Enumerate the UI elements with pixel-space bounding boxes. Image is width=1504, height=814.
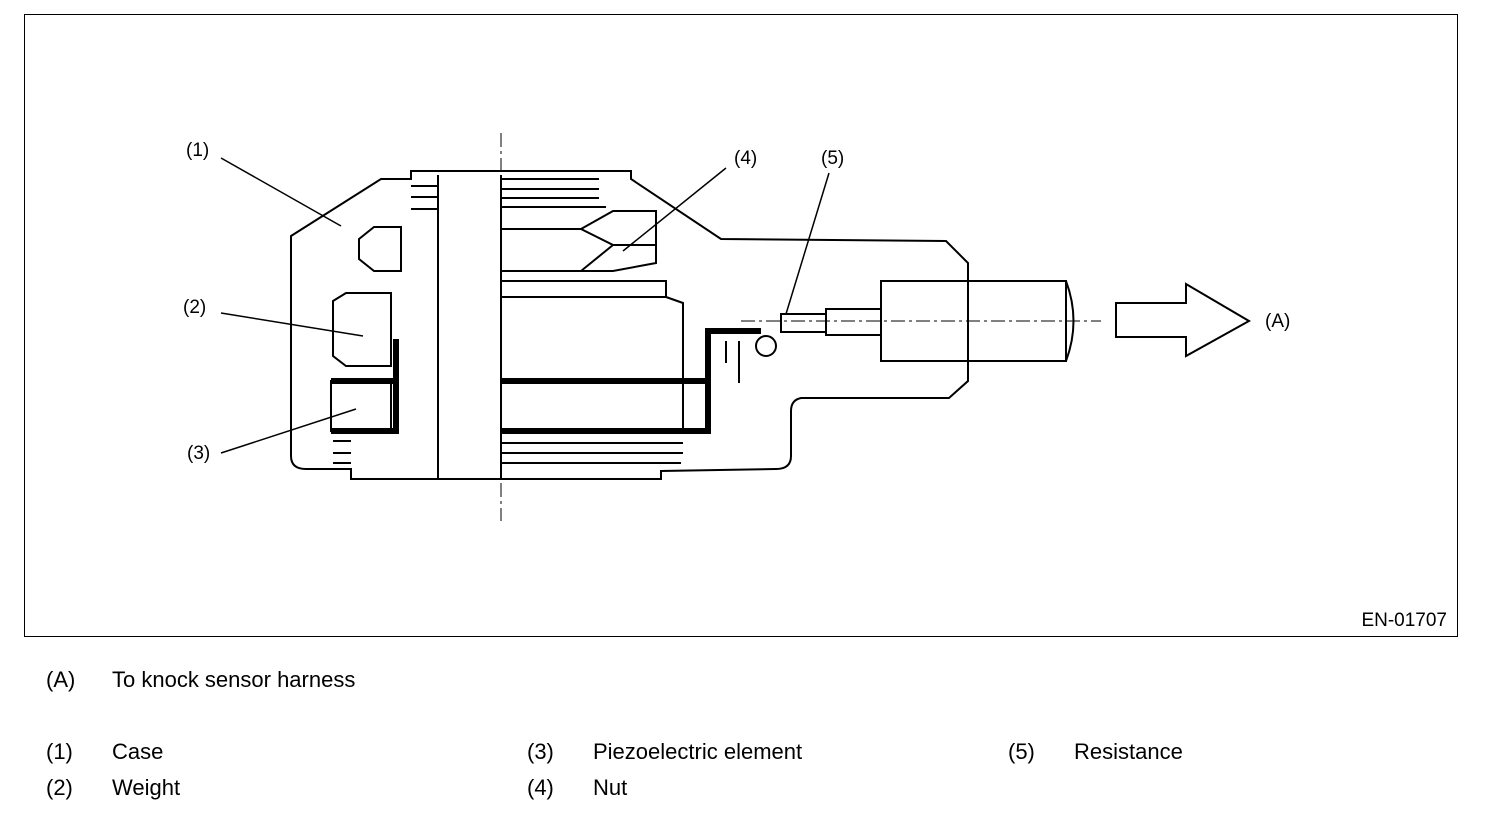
hex-nut (501, 210, 657, 272)
piezo-element (330, 380, 392, 432)
knock-sensor-diagram: (1) (2) (3) (4) (5) (A) (183, 133, 1290, 521)
legend-text: Case (112, 739, 164, 764)
center-bore (437, 175, 502, 479)
sensor-case-outline (290, 170, 969, 480)
callout-nut: (4) (734, 148, 757, 169)
figure-id: EN-01707 (1361, 610, 1447, 631)
legend-code: (3) (527, 739, 554, 764)
legend-text: Resistance (1074, 739, 1183, 764)
resistance-body (780, 313, 827, 333)
left-nut (358, 226, 402, 272)
callout-weight: (2) (183, 297, 206, 318)
callout-resistance: (5) (821, 148, 844, 169)
legend-code: (2) (46, 775, 73, 800)
legend-code: (A) (46, 667, 76, 692)
legend-text: To knock sensor harness (112, 667, 356, 692)
legend-text: Nut (593, 775, 628, 800)
callout-case: (1) (186, 140, 209, 161)
inner-threads-left (333, 185, 438, 464)
leader-lines (220, 157, 830, 454)
upper-threads (501, 178, 606, 208)
legend-code: (4) (527, 775, 554, 800)
legend-text: Weight (112, 775, 181, 800)
legend-code: (5) (1008, 739, 1035, 764)
lower-threads (501, 442, 683, 464)
legend-text: Piezoelectric element (593, 739, 803, 764)
callout-piezo: (3) (187, 443, 210, 464)
terminal-loop (755, 335, 777, 357)
center-line (500, 133, 1101, 521)
wiring-path (331, 328, 761, 434)
harness-arrow (1115, 282, 1252, 358)
callout-harness: (A) (1265, 311, 1290, 332)
wire-sleeve (825, 308, 882, 336)
legend-code: (1) (46, 739, 73, 764)
terminal-leg (725, 341, 740, 383)
weight-block (332, 292, 392, 367)
diagram-frame: (1) (2) (3) (4) (5) (A) EN-01707 (24, 14, 1458, 637)
spacer (501, 280, 684, 432)
